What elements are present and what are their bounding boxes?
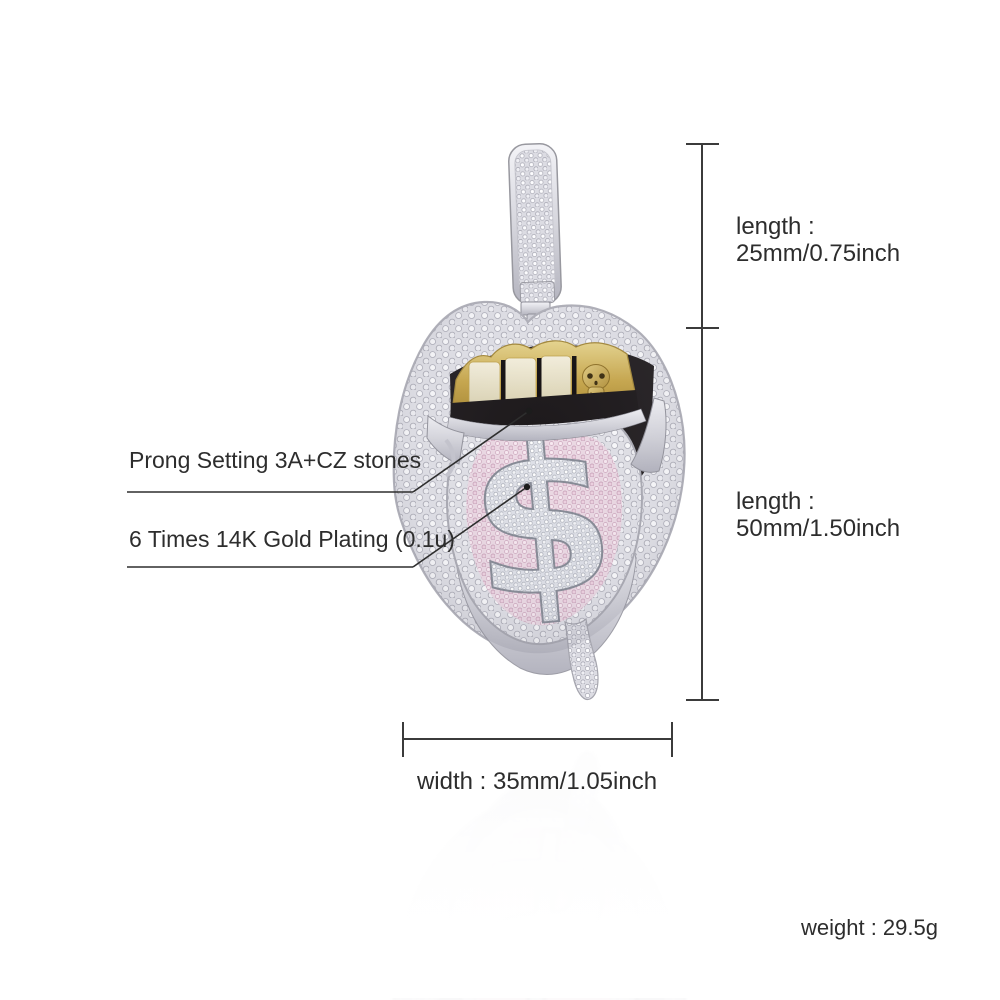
bail-length-value: 25mm/0.75inch [736,240,901,267]
width-label: width : 35mm/1.05inch [416,768,658,795]
callout-lines [127,410,530,568]
bail-length-caption: length : [736,213,815,240]
pendant-length-label: length : 50mm/1.50inch [736,488,900,542]
pendant-length-caption: length : [736,488,815,515]
reflection-fade [280,736,800,998]
callout-dot-2 [523,483,531,491]
callout-prong-setting: Prong Setting 3A+CZ stones [129,447,422,473]
bail-length-label: length : 25mm/0.75inch [736,213,900,267]
callout-leader-1 [412,410,530,493]
pendant-illustration: $ [392,143,686,701]
dimension-lines [402,143,719,757]
bail-stones [514,149,556,299]
weight-label: weight : 29.5g [801,915,938,940]
bail [508,143,562,305]
pendant-length-value: 50mm/1.50inch [736,515,901,542]
callout-dot-1 [525,407,533,415]
callout-leader-2 [412,486,528,568]
lips-shading [393,301,685,654]
callout-gold-plating: 6 Times 14K Gold Plating (0.1u) [129,526,455,552]
